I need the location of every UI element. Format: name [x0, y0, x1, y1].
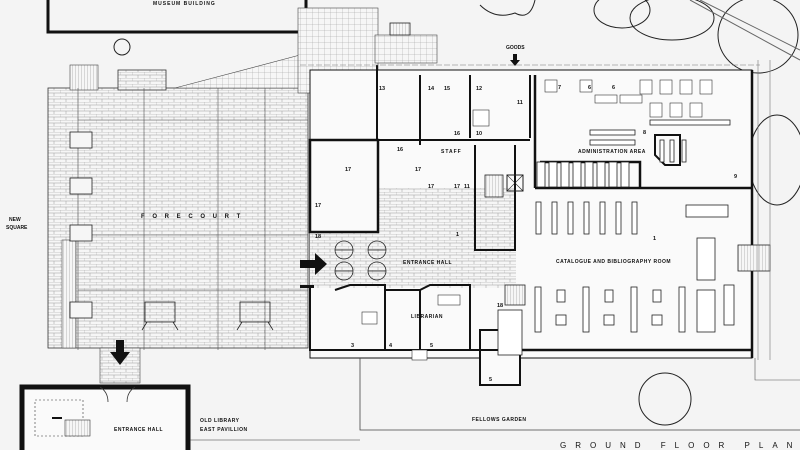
room-number: 1 — [653, 236, 657, 242]
entrance-arrow-icon — [300, 253, 327, 275]
room-number: 5 — [430, 343, 434, 349]
forecourt-paving — [47, 7, 438, 384]
label-catalogue-room: CATALOGUE AND BIBLIOGRAPHY ROOM — [556, 259, 672, 265]
room-number: 17 — [454, 184, 461, 190]
room-number: 9 — [734, 174, 738, 180]
room-number: 6 — [612, 85, 616, 91]
label-new-square-2: SQUARE — [6, 225, 28, 231]
room-number: 18 — [315, 234, 322, 240]
lift — [506, 174, 524, 192]
shelving — [497, 119, 735, 356]
room-number: 17 — [345, 167, 352, 173]
label-museum-building: MUSEUM BUILDING — [153, 1, 216, 7]
label-old-library: OLD LIBRARY — [200, 418, 240, 424]
label-pavilion-entrance-hall: ENTRANCE HALL — [114, 427, 163, 433]
label-fellows-garden: FELLOWS GARDEN — [472, 417, 527, 423]
label-staff: STAFF — [441, 149, 462, 155]
room-number: 18 — [497, 303, 504, 309]
label-new-square-1: NEW — [9, 217, 21, 223]
room-number: 14 — [428, 86, 435, 92]
room-number: 17 — [315, 203, 322, 209]
old-library-pavilion — [19, 384, 360, 450]
room-number: 3 — [351, 343, 355, 349]
label-east-pavillion: EAST PAVILLION — [200, 427, 248, 433]
entrance-columns — [334, 240, 387, 281]
label-librarian: LIBRARIAN — [411, 314, 443, 320]
goods-arrow-icon — [510, 54, 520, 66]
room-number: 11 — [464, 184, 470, 190]
room-number: 12 — [476, 86, 483, 92]
plan-title: GROUND FLOOR PLAN — [560, 441, 800, 450]
room-number: 13 — [379, 86, 386, 92]
room-number: 1 — [456, 232, 460, 238]
arrow-icons — [110, 54, 520, 365]
fellows-garden-boundary — [359, 358, 800, 431]
desks — [361, 79, 713, 361]
room-number: 4 — [389, 343, 393, 349]
room-number: 16 — [397, 147, 404, 153]
label-forecourt: F O R E C O U R T — [141, 214, 244, 220]
room-number: 8 — [643, 130, 647, 136]
room-number: 16 — [454, 131, 461, 137]
stairs — [389, 22, 771, 306]
pavilion-arrow-icon — [110, 340, 130, 365]
room-number: 6 — [588, 85, 592, 91]
room-number: 17 — [428, 184, 435, 190]
main-building-walls — [308, 65, 754, 386]
room-number: 11 — [517, 100, 523, 106]
room-number: 5 — [489, 377, 493, 383]
room-number: 17 — [415, 167, 422, 173]
label-goods: GOODS — [506, 45, 525, 51]
room-number: 10 — [476, 131, 483, 137]
label-administration-area: ADMINISTRATION AREA — [578, 149, 646, 155]
label-entrance-hall: ENTRANCE HALL — [403, 260, 452, 266]
tree-small-icon — [113, 38, 131, 56]
room-number: 15 — [444, 86, 451, 92]
room-number: 7 — [558, 85, 562, 91]
